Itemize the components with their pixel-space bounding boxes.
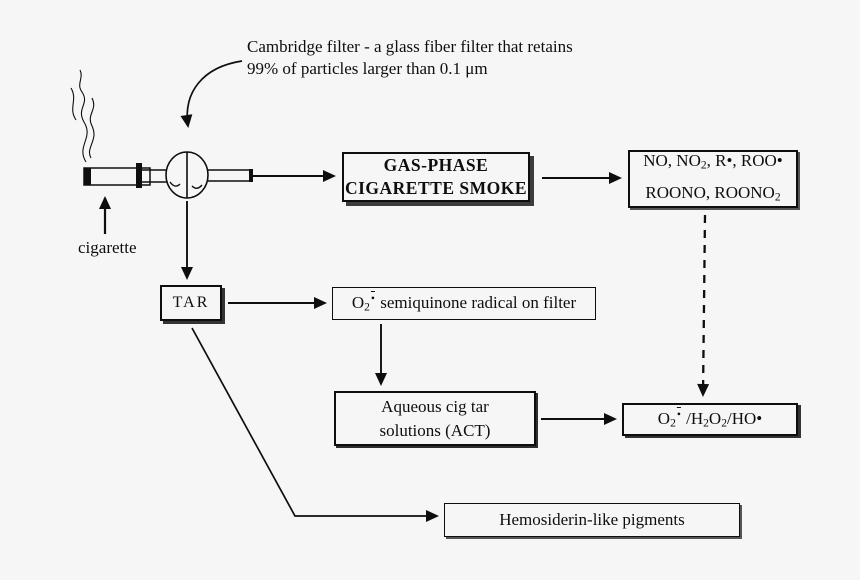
oxidants-box: O2• /H2O2/HO• — [622, 403, 798, 436]
cambridge-filter-annotation: Cambridge filter - a glass fiber filter … — [247, 36, 627, 80]
bulb-tick-right — [191, 184, 203, 189]
radicals-line-2: ROONO, ROONO2 — [645, 183, 781, 204]
act-box: Aqueous cig tar solutions (ACT) — [334, 391, 536, 446]
arrow-tar-to-hemosiderin — [191, 327, 439, 522]
radicals-box: NO, NO2, R•, ROO• ROONO, ROONO2 — [628, 150, 798, 208]
cigarette-drawing — [70, 69, 253, 199]
act-line-1: Aqueous cig tar — [381, 396, 489, 416]
cigarette-lit-tip — [84, 168, 91, 185]
tar-label: TAR — [172, 294, 210, 311]
semiquinone-text: O2• semiquinone radical on filter — [351, 292, 577, 314]
hemosiderin-label: Hemosiderin-like pigments — [499, 510, 685, 529]
cigarette-label: cigarette — [78, 238, 137, 257]
smoke-squiggle — [79, 69, 88, 163]
filter-holder-collar — [136, 163, 142, 188]
radicals-line-1: NO, NO2, R•, ROO• — [643, 151, 783, 172]
act-line-2: solutions (ACT) — [379, 420, 491, 440]
outlet-tube — [208, 169, 251, 182]
semiquinone-box: O2• semiquinone radical on filter — [332, 287, 596, 320]
gas-phase-line-1: GAS-PHASE — [383, 155, 489, 175]
smoke-squiggle — [70, 87, 77, 121]
inlet-tube — [142, 169, 167, 183]
gas-phase-line-2: CIGARETTE SMOKE — [344, 178, 528, 198]
smoke-squiggle — [89, 97, 95, 159]
annotation-line-2: 99% of particles larger than 0.1 μm — [247, 59, 488, 78]
arrow-annotation-to-filter — [180, 60, 243, 128]
outlet-tube-cap — [249, 169, 253, 182]
arrow-radicals-to-oxidants-dashed — [697, 214, 710, 397]
gas-phase-smoke-box: GAS-PHASE CIGARETTE SMOKE — [342, 152, 530, 202]
hemosiderin-box: Hemosiderin-like pigments — [444, 503, 740, 537]
tar-box: TAR — [160, 285, 222, 321]
bulb-tick-left — [169, 181, 181, 187]
annotation-line-1: Cambridge filter - a glass fiber filter … — [247, 37, 573, 56]
oxidants-text: O2• /H2O2/HO• — [657, 408, 763, 430]
